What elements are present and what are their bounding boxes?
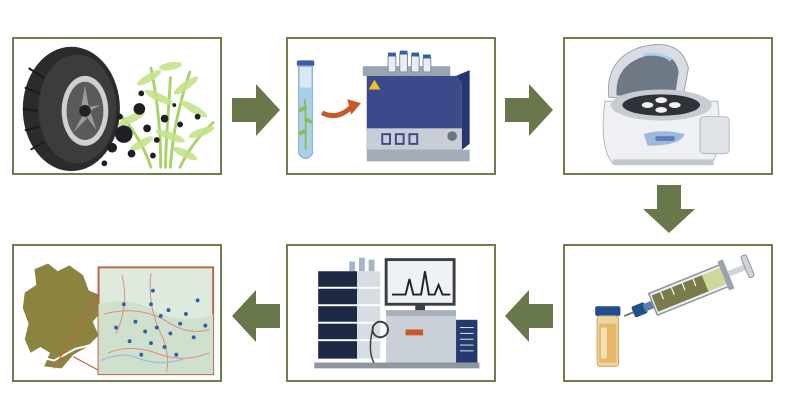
tube-and-ultrasonic-bath-icon: [296, 50, 470, 162]
arrow-left-2: [232, 290, 280, 342]
map-icon: [22, 263, 215, 376]
arrow-right-1: [232, 84, 280, 136]
panel-centrifugation: [563, 37, 773, 175]
arrow-right-2: [505, 84, 553, 136]
chromatography-instrument-icon: [314, 257, 480, 369]
panel-extraction: [286, 37, 496, 175]
panel-mapping: [12, 244, 222, 382]
panel-filtration: [563, 244, 773, 382]
centrifuge-icon: [602, 43, 730, 166]
panel-analysis: [286, 244, 496, 382]
arrow-down: [643, 185, 695, 233]
panel-sampling: [12, 37, 222, 175]
syringe-and-vial-icon: [595, 254, 755, 367]
tire-and-plant-icon: [22, 46, 215, 172]
arrow-left-1: [505, 290, 553, 342]
